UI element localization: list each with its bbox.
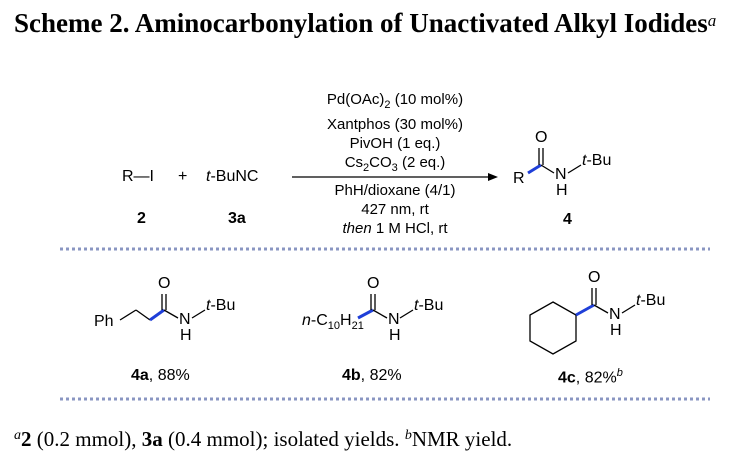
4c-yield: , 82% [575, 369, 617, 387]
4a-phenyl: Ph [94, 313, 114, 330]
4c-cn-bond [593, 304, 609, 314]
plus-sign: + [178, 168, 188, 185]
4a-yield: , 88% [148, 367, 190, 384]
4b-decyl-group: n-C10H21 [302, 312, 364, 333]
condition-light: 427 nm, rt [361, 201, 429, 218]
4c-cyclohexane-ring [529, 301, 577, 355]
4a-nitrogen: N [179, 311, 191, 328]
footnote-mark-b: b [404, 428, 412, 443]
4c-caption: 4c, 82%b [558, 367, 623, 387]
scheme-footnote: a2 (0.2 mmol), 3a (0.4 mmol); isolated y… [14, 427, 513, 451]
4a-bond-1 [119, 309, 137, 321]
4c-tbu: t-Bu [636, 292, 666, 309]
conditions-above-arrow: Pd(OAc)2 (10 mol%) Xantphos (30 mol%) Pi… [290, 90, 500, 178]
4b-caption: 4b, 82% [342, 367, 402, 385]
product-4-r-group: R [513, 170, 525, 187]
condition-workup: then 1 M HCl, rt [342, 220, 448, 237]
condition-ligand: Xantphos (30 mol%) [327, 116, 463, 133]
product-4-oxygen: O [535, 129, 548, 146]
product-4-tbu: t-Bu [582, 152, 612, 169]
4a-tbu: t-Bu [206, 297, 236, 314]
footnote-mark-a: a [14, 428, 21, 443]
4a-hydrogen: H [180, 327, 192, 344]
4a-n-tbu-bond [191, 309, 206, 319]
4a-caption: 4a, 88% [131, 367, 190, 385]
4a-oxygen: O [158, 275, 171, 292]
4b-label: 4b [342, 367, 361, 384]
reactant1-label: 2 [137, 210, 146, 227]
title-footnote-mark: a [707, 11, 717, 30]
4a-label: 4a [131, 367, 149, 384]
4b-n-tbu-bond [399, 309, 414, 319]
scheme-title: Scheme 2. Aminocarbonylation of Unactiva… [14, 6, 734, 40]
4b-yield: , 82% [360, 367, 402, 384]
4b-highlight-bond [357, 308, 374, 320]
condition-solvent: PhH/dioxane (4/1) [334, 182, 456, 199]
4c-highlight-bond [575, 303, 595, 317]
4c-oxygen: O [588, 269, 601, 286]
product-4-n-tbu-bond [567, 164, 582, 174]
4a-highlight-bond [149, 308, 165, 322]
4c-hydrogen: H [610, 322, 622, 339]
scheme-title-text: Scheme 2. Aminocarbonylation of Unactiva… [14, 8, 708, 38]
4a-cn-bond [163, 309, 179, 319]
4c-nitrogen: N [609, 306, 621, 323]
4b-nitrogen: N [388, 311, 400, 328]
reaction-arrowhead [488, 173, 498, 181]
product-4-highlight-bond [527, 163, 542, 175]
4b-hydrogen: H [389, 327, 401, 344]
product-4-nitrogen: N [555, 166, 567, 183]
4c-n-tbu-bond [621, 304, 636, 314]
reactant-isocyanide: t-BuNC [206, 168, 259, 185]
conditions-below-arrow: PhH/dioxane (4/1) 427 nm, rt then 1 M HC… [290, 181, 500, 238]
reactant2-label: 3a [228, 210, 246, 227]
4b-oxygen: O [367, 275, 380, 292]
4c-label: 4c [558, 369, 576, 387]
reactant-alkyl-iodide: R—I [122, 168, 154, 185]
footnote-b-text: NMR yield. [411, 427, 513, 451]
product-4-label: 4 [563, 211, 572, 228]
condition-acid: PivOH (1 eq.) [349, 135, 441, 152]
4b-cn-bond [372, 309, 388, 319]
4c-footnote-mark: b [616, 367, 623, 379]
product-4-hydrogen: H [556, 182, 568, 199]
4a-bond-2 [135, 309, 151, 321]
condition-base: Cs2CO3 (2 eq.) [344, 154, 446, 174]
product-4-cn-bond [540, 164, 555, 174]
4b-tbu: t-Bu [414, 297, 444, 314]
condition-catalyst: Pd(OAc)2 (10 mol%) [326, 91, 464, 111]
